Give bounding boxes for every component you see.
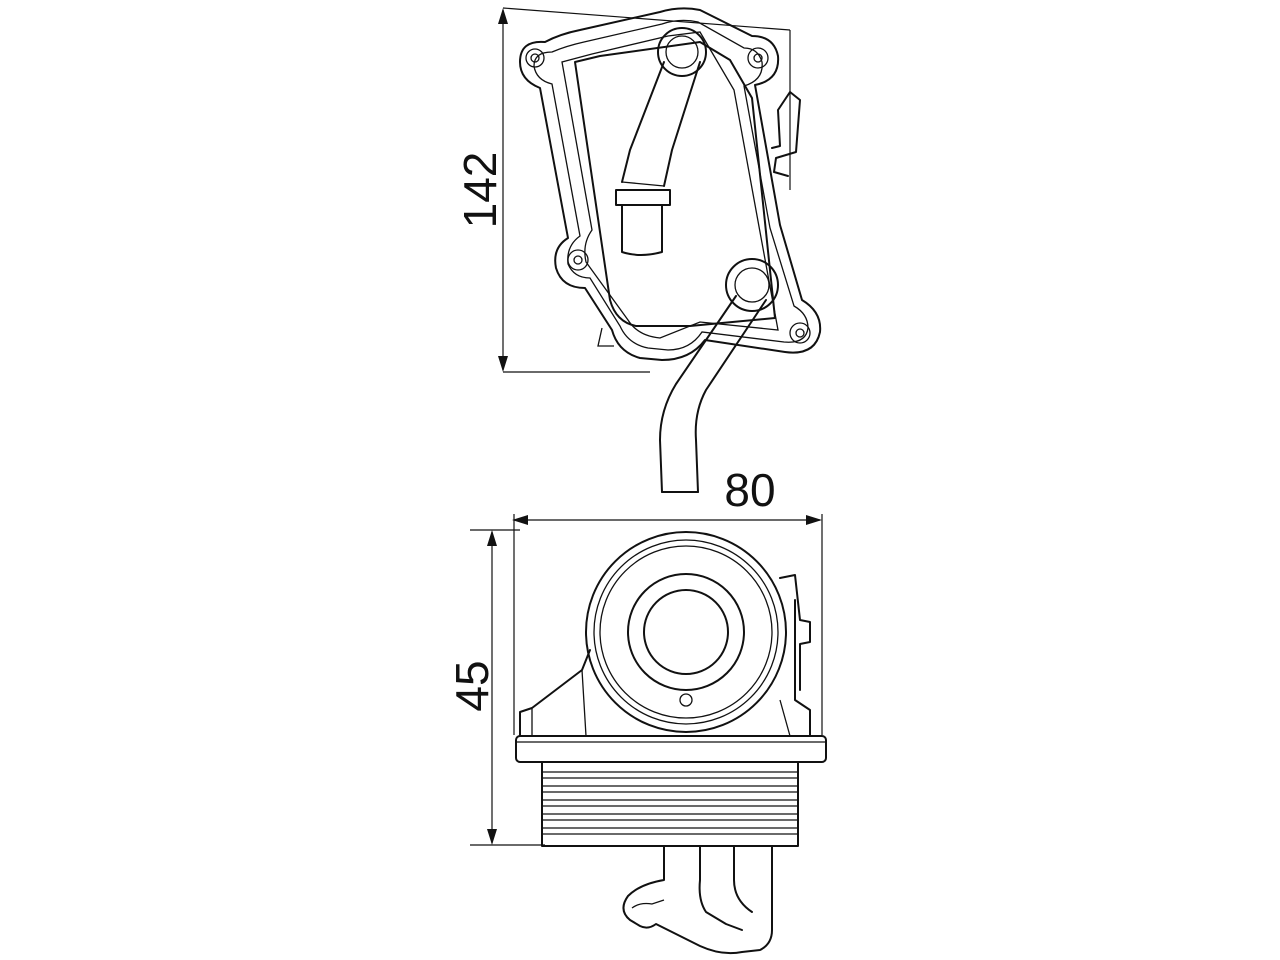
lower-pipe <box>659 295 767 493</box>
side-bracket <box>771 91 801 177</box>
bottom-pipe-right <box>698 845 753 931</box>
extension-line-top <box>502 7 791 31</box>
lower-port-inner <box>734 267 770 303</box>
bolt-hole-3 <box>567 249 589 271</box>
inner-ring <box>627 573 745 691</box>
thread-lines <box>542 771 798 835</box>
bolt-hole-1-inner <box>530 53 540 63</box>
arrow-right <box>806 515 822 525</box>
upper-port-inner <box>665 35 699 69</box>
bottom-pipe-detail <box>631 899 665 909</box>
arrow-down-b <box>487 829 497 845</box>
top-view: 142 <box>454 7 822 493</box>
outer-ring-2 <box>593 539 779 725</box>
arrow-down <box>498 356 508 372</box>
upper-pipe <box>621 61 701 187</box>
arrow-up <box>498 8 508 24</box>
bottom-pipe-left <box>622 845 773 955</box>
vent-hole <box>679 693 693 707</box>
outer-ring <box>585 531 787 733</box>
upper-port <box>657 27 707 77</box>
side-lug <box>779 574 811 691</box>
small-tab <box>597 327 614 347</box>
bolt-hole-4-inner <box>795 328 805 338</box>
bolt-hole-2-inner <box>753 53 763 63</box>
center-bore <box>643 589 729 675</box>
gasket-inner-1 <box>533 19 809 351</box>
bolt-hole-1 <box>525 48 545 68</box>
upper-pipe-collar <box>621 181 665 187</box>
outer-ring-3 <box>599 545 773 719</box>
thread-body <box>541 761 799 847</box>
upper-pipe-end <box>615 189 671 256</box>
dimension-label-45: 45 <box>446 660 498 711</box>
gasket-outline <box>519 7 822 361</box>
lower-port <box>725 258 779 312</box>
bolt-hole-3-inner <box>573 255 583 265</box>
gasket-inner-2 <box>561 31 779 339</box>
bottom-view: 80 45 <box>446 464 827 955</box>
housing-edges <box>531 669 791 737</box>
flange <box>515 735 827 763</box>
arrow-up-b <box>487 530 497 546</box>
dimension-label-80: 80 <box>724 464 775 516</box>
arrow-left <box>512 515 528 525</box>
cooler-plate <box>574 41 776 327</box>
bolt-hole-4 <box>789 322 811 344</box>
dimension-label-142: 142 <box>454 152 506 229</box>
bolt-hole-2 <box>747 47 769 69</box>
